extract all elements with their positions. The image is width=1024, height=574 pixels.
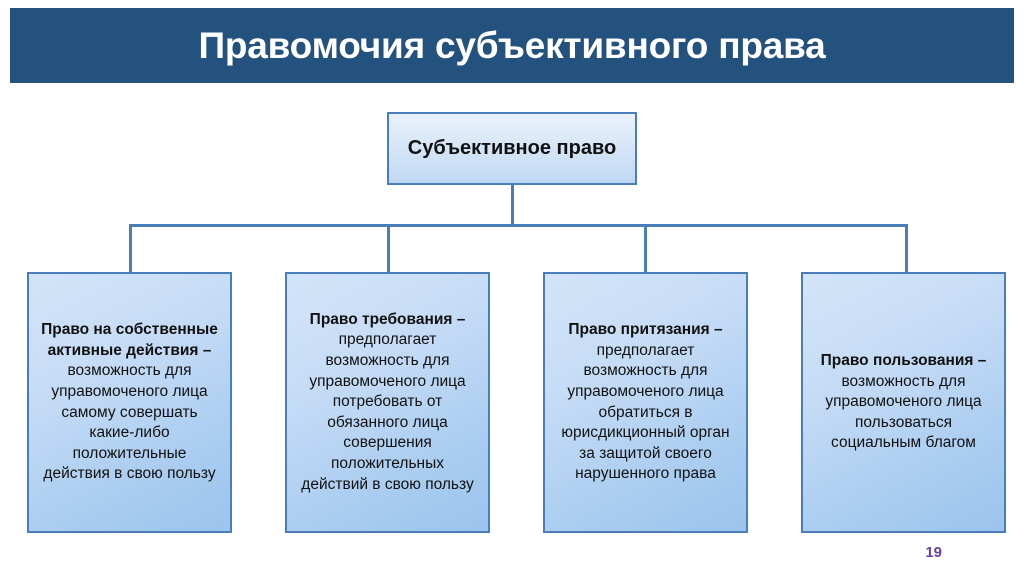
diagram-node-text: Право пользования – возможность для упра…	[813, 351, 994, 454]
diagram-node-definition: предполагает возможность для управомочен…	[561, 341, 730, 483]
diagram-node-root[interactable]: Субъективное право	[387, 112, 637, 185]
connector-drop-3	[644, 224, 647, 272]
diagram-node-root-label: Субъективное право	[407, 137, 617, 159]
diagram-node-term: Право на собственные активные действия –	[41, 321, 218, 359]
slide-page-number: 19	[925, 544, 942, 561]
page-title: Правомочия субъективного права	[198, 25, 826, 66]
connector-drop-4	[905, 224, 908, 272]
connector-drop-1	[129, 224, 132, 272]
slide-title-banner: Правомочия субъективного права	[10, 8, 1014, 83]
diagram-node-text: Право на собственные активные действия –…	[39, 320, 220, 485]
diagram-node-term: Право требования –	[309, 310, 466, 328]
diagram-node-text: Право притязания – предполагает возможно…	[555, 320, 736, 485]
diagram-node-right-to-own-actions[interactable]: Право на собственные активные действия –…	[27, 272, 232, 533]
diagram-node-text: Право требования – предполагает возможно…	[297, 310, 478, 495]
connector-drop-2	[387, 224, 390, 272]
connector-horizontal-bus	[129, 224, 908, 227]
diagram-node-definition: возможность для управомоченого лица само…	[43, 362, 216, 483]
diagram-node-definition: предполагает возможность для управомочен…	[301, 331, 474, 493]
connector-root-stem	[511, 185, 514, 227]
diagram-node-term: Право притязания –	[568, 321, 723, 339]
diagram-node-term: Право пользования –	[820, 351, 987, 369]
diagram-node-right-of-use[interactable]: Право пользования – возможность для упра…	[801, 272, 1006, 533]
diagram-node-definition: возможность для управомоченого лица поль…	[825, 372, 982, 452]
diagram-node-right-of-claim[interactable]: Право притязания – предполагает возможно…	[543, 272, 748, 533]
diagram-node-right-of-demand[interactable]: Право требования – предполагает возможно…	[285, 272, 490, 533]
